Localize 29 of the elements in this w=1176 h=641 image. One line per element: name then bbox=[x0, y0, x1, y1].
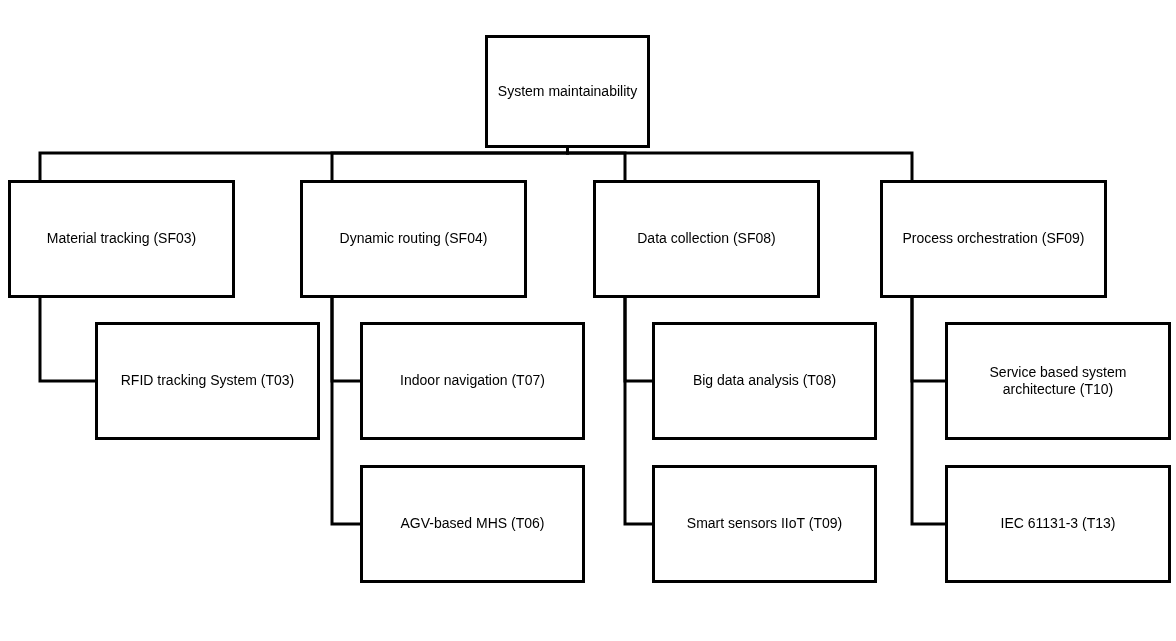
connector-line bbox=[38, 298, 95, 383]
connector-line bbox=[910, 298, 945, 526]
tree-box bbox=[652, 465, 877, 583]
tree-box bbox=[652, 322, 877, 440]
box-label: RFID tracking System (T03) bbox=[120, 372, 295, 390]
tree-box bbox=[360, 465, 585, 583]
box-label: Data collection (SF08) bbox=[637, 230, 776, 248]
connector-line bbox=[623, 298, 652, 526]
tree-box bbox=[593, 180, 820, 298]
tree-box bbox=[8, 180, 235, 298]
box-label: IEC 61131-3 (T13) bbox=[1000, 515, 1116, 533]
box-label: AGV-based MHS (T06) bbox=[400, 515, 545, 533]
tree-box bbox=[945, 465, 1171, 583]
box-label: Service based system architecture (T10) bbox=[988, 363, 1128, 399]
box-label: Material tracking (SF03) bbox=[46, 230, 197, 248]
tree-box bbox=[945, 322, 1171, 440]
box-label: Process orchestration (SF09) bbox=[902, 230, 1085, 248]
tree-box bbox=[880, 180, 1107, 298]
box-label: Dynamic routing (SF04) bbox=[339, 230, 488, 248]
tree-box bbox=[95, 322, 320, 440]
tree-box bbox=[300, 180, 527, 298]
tree-box bbox=[485, 35, 650, 148]
tree-box bbox=[360, 322, 585, 440]
connector-line bbox=[566, 148, 914, 180]
box-label: Smart sensors IIoT (T09) bbox=[686, 515, 843, 533]
box-label: Indoor navigation (T07) bbox=[400, 372, 545, 390]
box-label: System maintainability bbox=[497, 82, 638, 101]
box-label: Big data analysis (T08) bbox=[692, 372, 837, 390]
connector-line bbox=[330, 298, 360, 526]
